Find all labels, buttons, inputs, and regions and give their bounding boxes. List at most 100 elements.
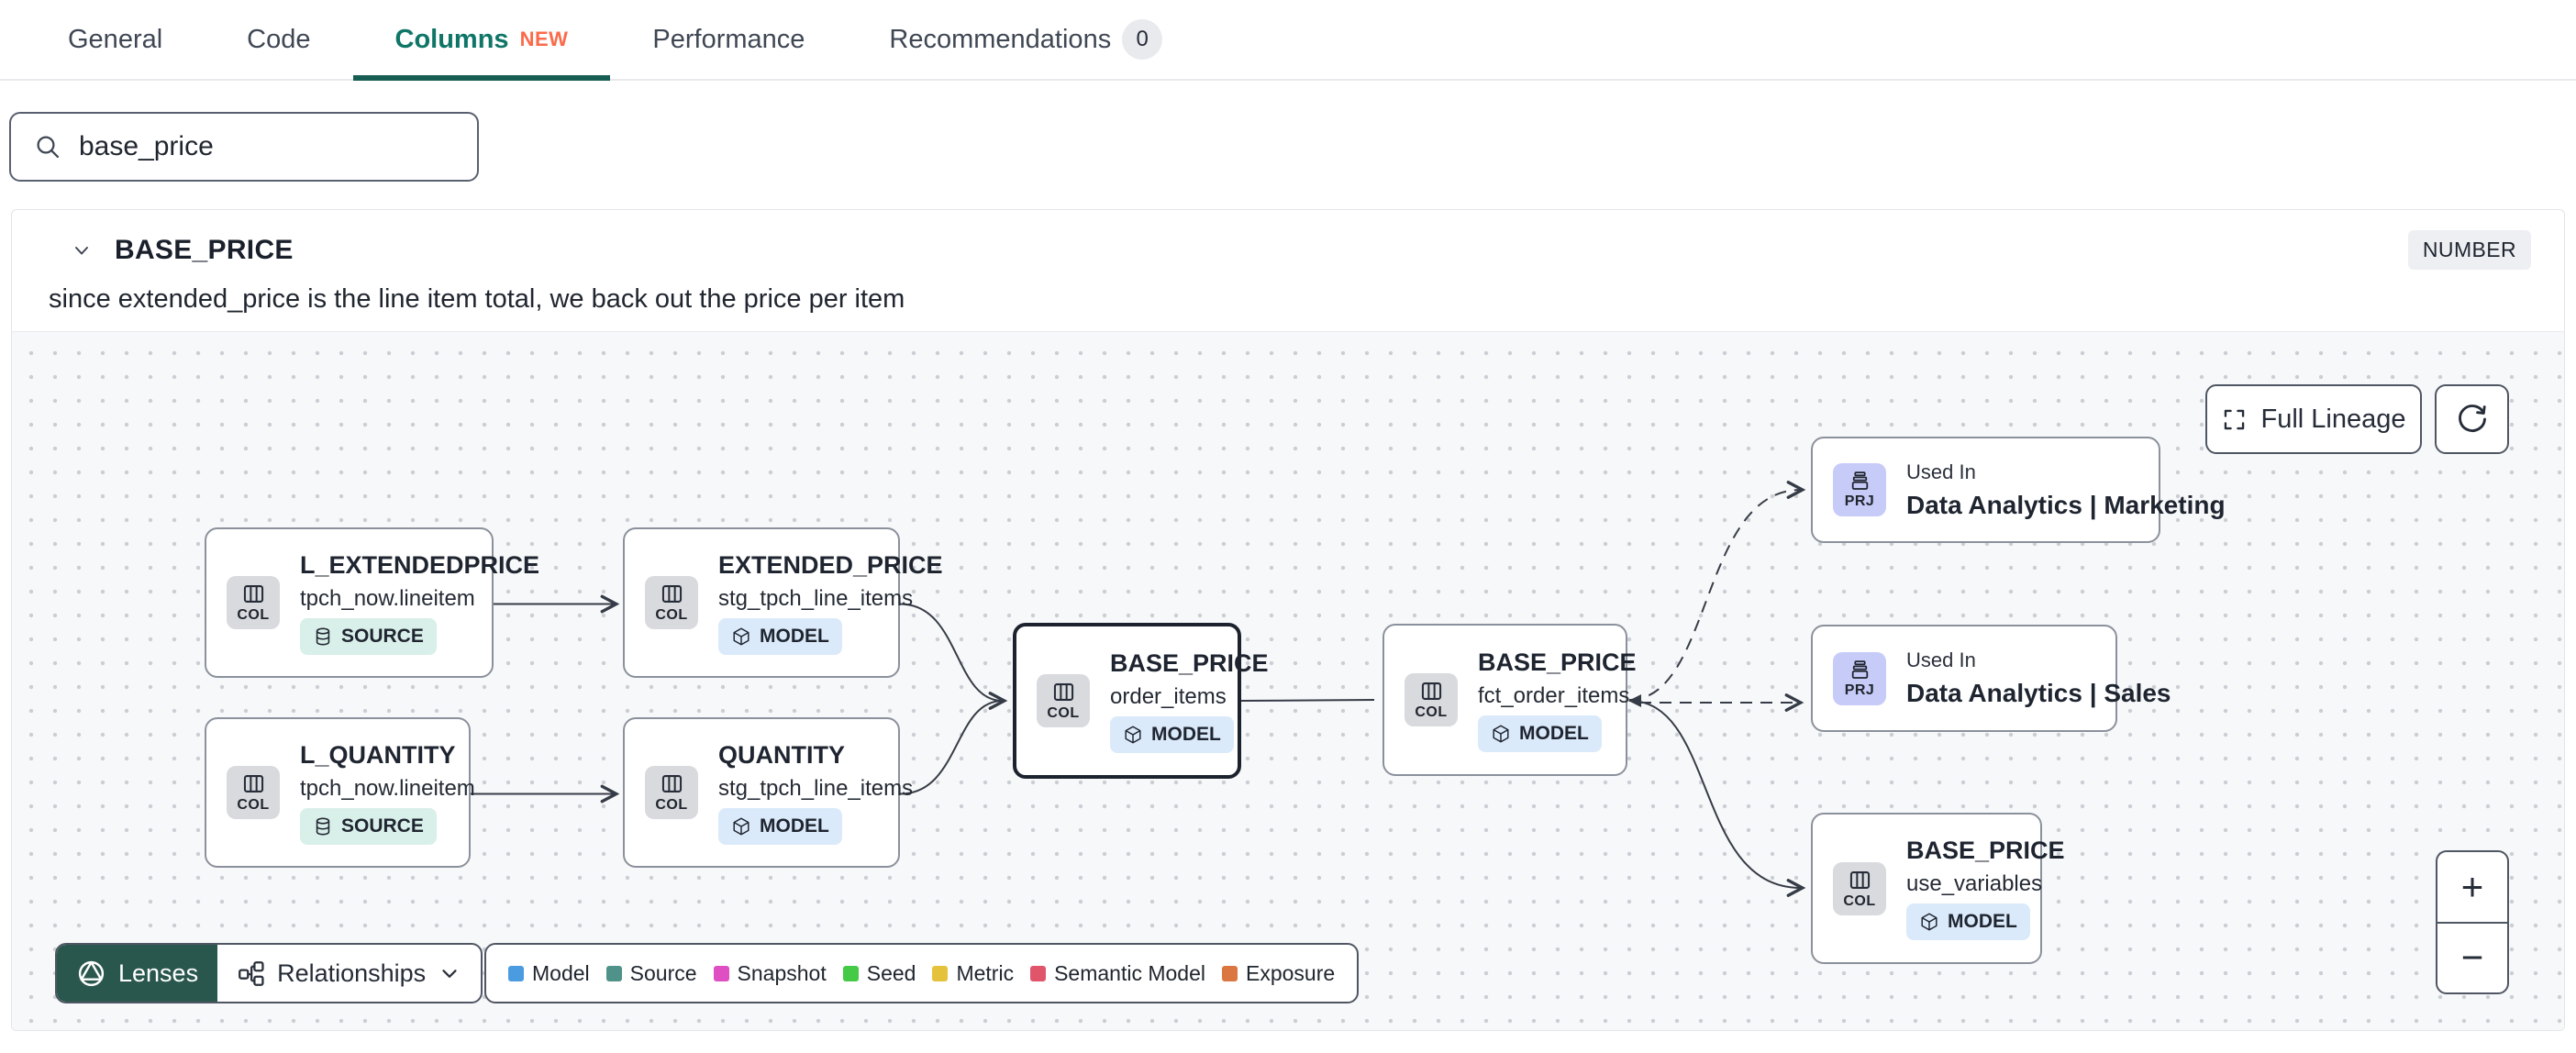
column-panel: BASE_PRICE NUMBER since extended_price i… xyxy=(11,209,2565,1031)
search-input[interactable] xyxy=(79,131,455,162)
tab-bar: General Code Columns NEW Performance Rec… xyxy=(0,0,2576,81)
legend-label: Seed xyxy=(866,960,916,985)
node-subtitle: tpch_now.lineitem xyxy=(300,775,475,801)
node-text: EXTENDED_PRICE stg_tpch_line_items MODEL xyxy=(718,550,943,655)
tab-general[interactable]: General xyxy=(26,0,205,79)
full-lineage-button[interactable]: Full Lineage xyxy=(2205,384,2422,454)
legend-item-metric: Metric xyxy=(932,961,1014,986)
project-icon xyxy=(1851,471,1868,490)
column-chip: COL xyxy=(1405,673,1458,726)
legend-swatch xyxy=(713,965,729,981)
node-text: L_QUANTITY tpch_now.lineitem SOURCE xyxy=(300,741,475,845)
node-extended-price[interactable]: COL EXTENDED_PRICE stg_tpch_line_items M… xyxy=(623,527,943,678)
zoom-in-button[interactable]: + xyxy=(2437,852,2507,922)
legend-swatch xyxy=(932,965,949,981)
lineage-canvas[interactable]: COL L_EXTENDEDPRICE tpch_now.lineitem SO… xyxy=(12,331,2564,1030)
legend-item-seed: Seed xyxy=(842,960,916,986)
column-chip: COL xyxy=(1037,674,1090,727)
node-base-price-order-items[interactable]: COL BASE_PRICE order_items MODEL xyxy=(1013,623,1269,779)
relationships-dropdown[interactable]: Relationships xyxy=(217,945,481,1002)
node-title: QUANTITY xyxy=(718,740,845,769)
chevron-down-icon[interactable] xyxy=(71,239,93,261)
chip-label: PRJ xyxy=(1844,682,1875,698)
tab-code[interactable]: Code xyxy=(205,0,352,79)
node-subtitle: order_items xyxy=(1110,683,1227,709)
relationships-icon xyxy=(239,960,264,986)
legend-item-snapshot: Snapshot xyxy=(713,960,827,986)
resource-badge: MODEL xyxy=(1478,715,1602,752)
tab-label: Recommendations xyxy=(889,24,1112,54)
column-chip: COL xyxy=(227,576,280,629)
badge-label: MODEL xyxy=(1519,722,1589,744)
badge-label: SOURCE xyxy=(341,815,424,837)
tab-columns[interactable]: Columns NEW xyxy=(352,0,611,81)
resource-badge: SOURCE xyxy=(300,617,437,655)
legend-swatch xyxy=(1222,965,1238,981)
resource-badge: MODEL xyxy=(1110,715,1234,753)
search-box[interactable] xyxy=(9,112,479,182)
cube-icon xyxy=(1921,913,1938,931)
project-chip: PRJ xyxy=(1833,651,1886,705)
legend-label: Source xyxy=(629,960,697,985)
badge-label: MODEL xyxy=(760,815,829,837)
node-base-price-fct-order-items[interactable]: COL BASE_PRICE fct_order_items MODEL xyxy=(1382,624,1637,776)
badge-label: MODEL xyxy=(760,625,829,647)
node-text: L_EXTENDEDPRICE tpch_now.lineitem SOURCE xyxy=(300,551,539,655)
project-chip: PRJ xyxy=(1833,463,1886,516)
cube-icon xyxy=(733,817,749,835)
lenses-button[interactable]: Lenses xyxy=(57,945,218,1002)
node-quantity[interactable]: COL QUANTITY stg_tpch_line_items MODEL xyxy=(623,717,913,868)
legend-label: Metric xyxy=(956,960,1015,985)
chip-label: COL xyxy=(1047,705,1080,721)
column-chip: COL xyxy=(1833,861,1886,915)
full-lineage-label: Full Lineage xyxy=(2260,404,2406,434)
chip-label: COL xyxy=(1415,704,1448,720)
node-base-price-use-variables[interactable]: COL BASE_PRICE use_variables MODEL xyxy=(1811,813,2065,964)
legend-item-source: Source xyxy=(605,960,697,986)
node-title: EXTENDED_PRICE xyxy=(718,550,943,579)
node-title: BASE_PRICE xyxy=(1478,648,1637,676)
legend-swatch xyxy=(508,965,524,981)
column-description: since extended_price is the line item to… xyxy=(49,284,905,314)
legend-swatch xyxy=(605,965,622,981)
legend-label: Snapshot xyxy=(737,960,827,985)
chip-label: COL xyxy=(237,797,270,813)
tab-label: Code xyxy=(247,24,311,54)
column-header: BASE_PRICE NUMBER xyxy=(12,210,2564,270)
legend-item-model: Model xyxy=(508,961,590,986)
lenses-label: Lenses xyxy=(118,959,199,987)
node-l-extendedprice[interactable]: COL L_EXTENDEDPRICE tpch_now.lineitem SO… xyxy=(205,527,539,678)
node-subtitle: use_variables xyxy=(1906,871,2043,896)
legend-label: Model xyxy=(532,960,590,985)
node-subtitle: fct_order_items xyxy=(1478,682,1630,708)
node-subtitle: stg_tpch_line_items xyxy=(718,585,914,611)
node-text: BASE_PRICE fct_order_items MODEL xyxy=(1478,648,1637,752)
node-title: BASE_PRICE xyxy=(1110,648,1269,677)
node-l-quantity[interactable]: COL L_QUANTITY tpch_now.lineitem SOURCE xyxy=(205,717,475,868)
cube-icon xyxy=(1125,726,1141,743)
legend-item-exposure: Exposure xyxy=(1222,961,1335,986)
lenses-group: Lenses Relationships xyxy=(55,943,483,1003)
zoom-in-icon: + xyxy=(2460,864,2484,908)
recommendations-count-badge: 0 xyxy=(1122,19,1163,60)
column-name: BASE_PRICE xyxy=(115,234,294,265)
chip-label: COL xyxy=(655,607,688,623)
node-title: Data Analytics | Sales xyxy=(1906,679,2171,707)
lineage-edges xyxy=(471,481,1806,897)
node-text: BASE_PRICE use_variables MODEL xyxy=(1906,837,2065,940)
legend-label: Semantic Model xyxy=(1054,960,1205,985)
tab-recommendations[interactable]: Recommendations 0 xyxy=(847,0,1205,79)
zoom-out-button[interactable]: − xyxy=(2437,921,2507,993)
refresh-icon xyxy=(2458,405,2486,432)
tab-label: Columns xyxy=(394,24,509,54)
node-used-in-marketing[interactable]: PRJ Used In Data Analytics | Marketing xyxy=(1811,437,2226,543)
node-used-in-sales[interactable]: PRJ Used In Data Analytics | Sales xyxy=(1811,625,2171,732)
tab-performance[interactable]: Performance xyxy=(610,0,847,79)
refresh-button[interactable] xyxy=(2435,384,2509,454)
chip-label: COL xyxy=(655,797,688,813)
columns-icon xyxy=(661,775,682,793)
project-icon xyxy=(1851,660,1868,679)
expand-icon xyxy=(2224,409,2244,429)
lenses-icon xyxy=(78,960,105,986)
search-icon xyxy=(37,136,60,159)
